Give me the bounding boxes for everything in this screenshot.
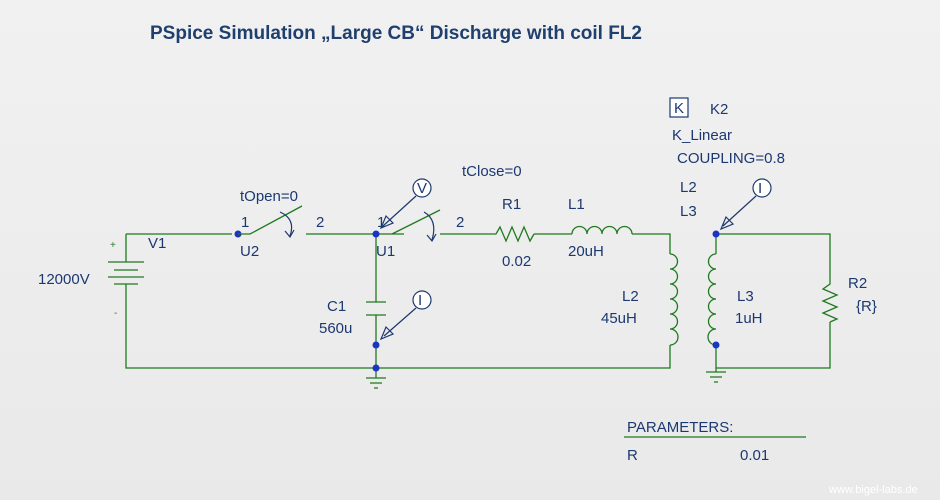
junction-dot-u1: [372, 230, 380, 238]
parameter-name: R: [627, 447, 638, 464]
coupling-name: K2: [710, 101, 728, 118]
inductor-l2[interactable]: L2 45uH: [601, 253, 679, 346]
capacitor-c1[interactable]: C1 560u: [319, 298, 386, 372]
current-probe-arrow: [379, 325, 395, 341]
coupling-value: COUPLING=0.8: [677, 150, 785, 167]
source-name: V1: [148, 235, 166, 252]
switch-u1-param: tClose=0: [462, 163, 522, 180]
source-minus-sign: -: [114, 308, 117, 319]
coupling-second-inductor: L3: [680, 203, 697, 220]
inductor-l1-name: L1: [568, 196, 585, 213]
coupling-first-inductor: L2: [680, 179, 697, 196]
switch-u2-param: tOpen=0: [240, 188, 298, 205]
current-probe-capacitor[interactable]: I: [379, 290, 432, 341]
current-probe-secondary-arrow: [719, 215, 735, 231]
ground-right: [706, 371, 726, 383]
switch-u1-pin1: 1: [377, 214, 385, 231]
junction-dot-l3-bottom: [712, 341, 720, 349]
switch-u1-pin2: 2: [456, 214, 464, 231]
inductor-l1-value: 20uH: [568, 243, 604, 260]
inductor-l2-name: L2: [622, 288, 639, 305]
switch-u2[interactable]: 1 2 tOpen=0 U2: [234, 188, 325, 260]
ground-left: [366, 377, 386, 389]
ground-icon: [706, 371, 726, 383]
coupling-box-letter: K: [674, 100, 684, 117]
capacitor-name: C1: [327, 298, 346, 315]
ground-icon: [366, 377, 386, 389]
resistor-r2-value: {R}: [856, 298, 877, 315]
wires: [125, 233, 831, 378]
switch-u2-arrow: [279, 211, 293, 237]
switch-u2-name: U2: [240, 243, 259, 260]
voltage-probe-label: V: [417, 180, 427, 197]
switch-u2-pin1: 1: [241, 214, 249, 231]
parameters-block[interactable]: PARAMETERS: R 0.01: [624, 419, 806, 464]
wire-l1-l2: [632, 233, 671, 254]
voltage-probe-arrow: [379, 214, 395, 230]
resistor-r1-value: 0.02: [502, 253, 531, 270]
parameter-value: 0.01: [740, 447, 769, 464]
page-title: PSpice Simulation „Large CB“ Discharge w…: [150, 23, 642, 44]
source-value: 12000V: [38, 271, 90, 288]
wire-secondary-top: [716, 233, 831, 280]
current-probe-secondary[interactable]: I: [719, 178, 772, 231]
inductor-l3-name: L3: [737, 288, 754, 305]
coupling-k2[interactable]: K K2 K_Linear COUPLING=0.8 L2 L3: [669, 97, 785, 220]
coupling-model: K_Linear: [672, 127, 732, 144]
inductor-l1[interactable]: L1 20uH: [568, 196, 633, 260]
voltage-probe[interactable]: V: [379, 178, 432, 230]
current-probe-label: I: [418, 292, 422, 309]
resistor-r1[interactable]: R1 0.02: [492, 196, 535, 270]
resistor-r2-name: R2: [848, 275, 867, 292]
resistor-r1-name: R1: [502, 196, 521, 213]
source-plus-sign: +: [110, 240, 116, 251]
current-probe-icon: [752, 178, 772, 198]
current-probe-icon: [412, 290, 432, 310]
switch-u1-name: U1: [376, 243, 395, 260]
resistor-r2[interactable]: R2 {R}: [821, 275, 877, 323]
watermark: www.bigel-labs.de: [828, 484, 918, 496]
inductor-l2-value: 45uH: [601, 310, 637, 327]
switch-u1[interactable]: 1 2 tClose=0 U1: [372, 163, 522, 260]
voltage-probe-icon: [412, 178, 432, 198]
junction-dot-l3-top: [712, 230, 720, 238]
junction-dot-cap: [372, 341, 380, 349]
switch-u1-arrow: [423, 211, 435, 241]
inductor-l3-value: 1uH: [735, 310, 763, 327]
capacitor-value: 560u: [319, 320, 352, 337]
wire-r2-bottom: [716, 322, 831, 369]
parameters-header: PARAMETERS:: [627, 419, 733, 436]
wire-bottom: [125, 284, 671, 369]
voltage-source-v1[interactable]: + - V1 12000V: [38, 235, 166, 319]
junction-dot-ground: [372, 364, 380, 372]
coupling-box-icon: [669, 97, 689, 118]
current-probe-secondary-label: I: [758, 180, 762, 197]
inductor-l3[interactable]: L3 1uH: [707, 230, 763, 349]
switch-u2-pin2: 2: [316, 214, 324, 231]
